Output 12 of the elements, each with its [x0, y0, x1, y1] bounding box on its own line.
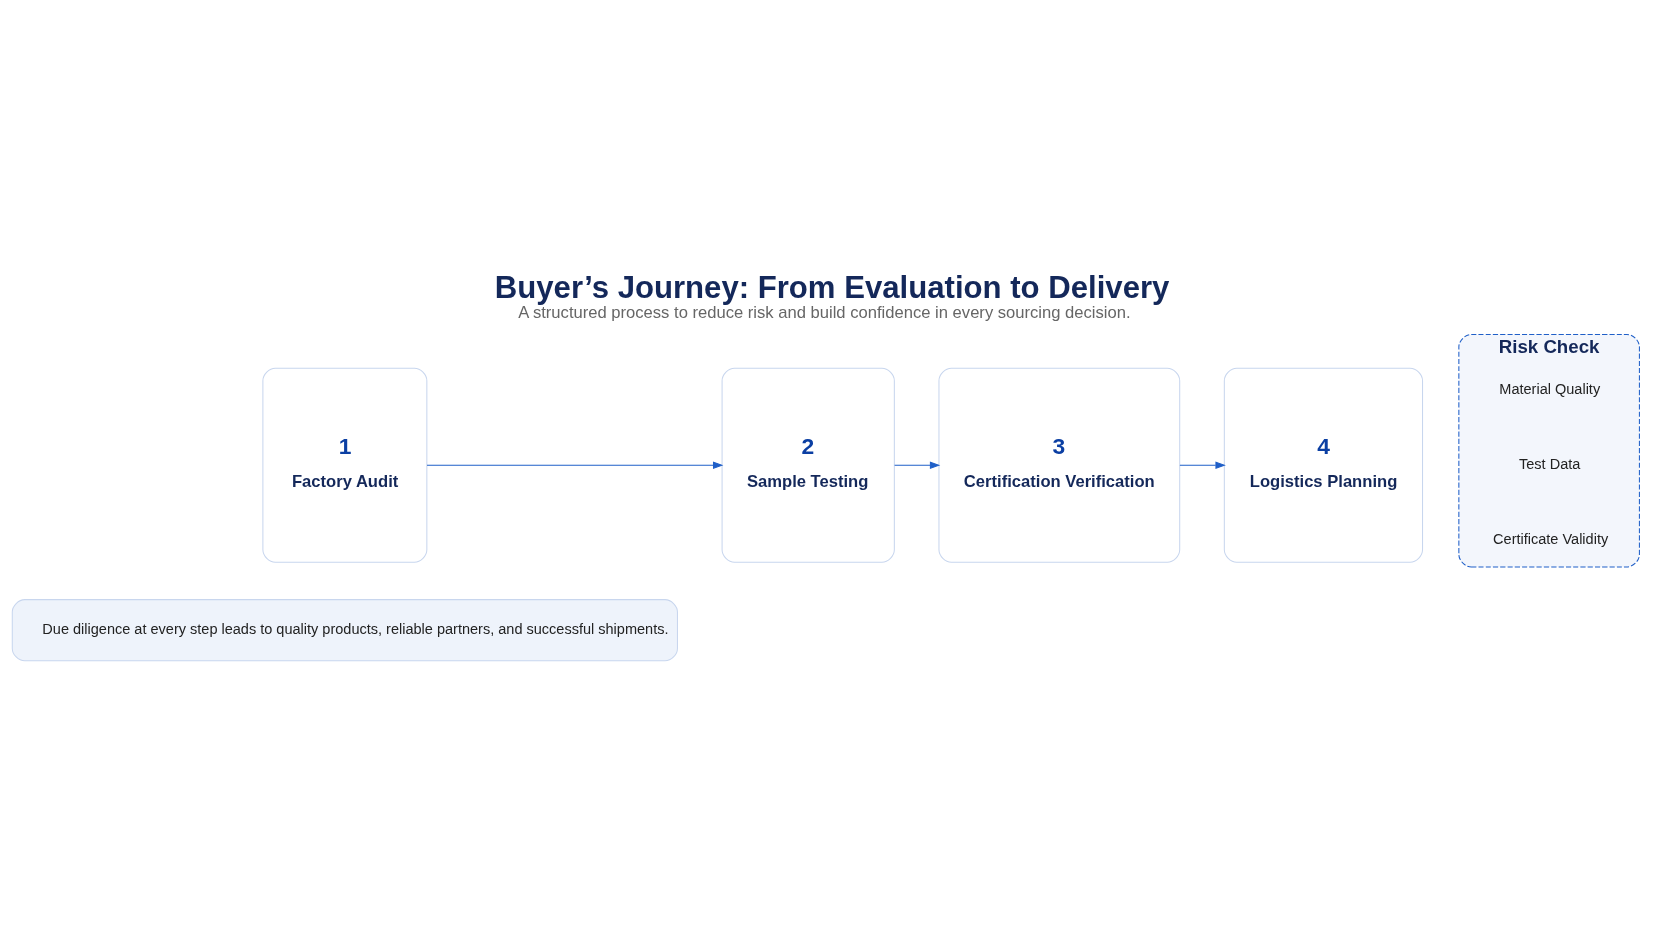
node-box: Due diligence at every step leads to quality products, reliable partners, and successful shipments. — [11, 599, 678, 662]
arrow — [426, 461, 724, 469]
node-text: Test Data — [1519, 456, 1581, 473]
node-text: Material Quality — [1499, 381, 1601, 398]
arrow — [894, 461, 941, 469]
arrow — [1179, 461, 1226, 469]
diagram-title: Buyer’s Journey: From Evaluation to Delivery — [494, 270, 1170, 306]
node-box: 1 Factory Audit — [262, 367, 428, 563]
node-box: 3 Certification Verification — [938, 367, 1181, 563]
node-box: 2 Sample Testing — [721, 367, 895, 563]
node-box: 4 Logistics Planning — [1223, 367, 1424, 563]
node-text: Certificate Validity — [1493, 530, 1609, 547]
